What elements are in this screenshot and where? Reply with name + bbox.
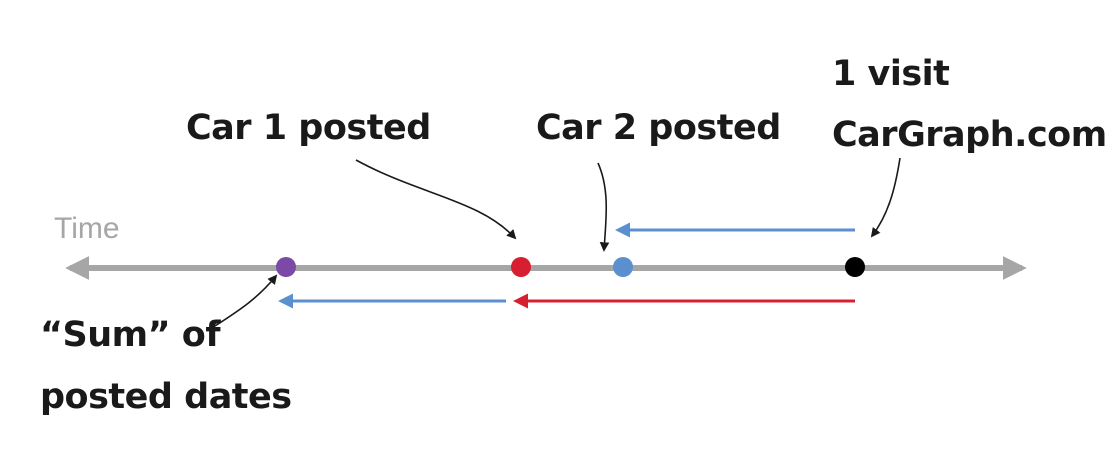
car1-point [511, 257, 531, 277]
sum-label-line2: posted dates [40, 377, 292, 417]
visit-point [845, 257, 865, 277]
sum-callout-line [214, 274, 278, 327]
visit-label-line2: CarGraph.com [832, 115, 1107, 155]
visit-label-line1: 1 visit [832, 54, 950, 94]
car2-callout-line [597, 162, 610, 252]
car1-callout-line [355, 159, 517, 240]
time-axis-label: Time [54, 212, 120, 245]
car2-posted-label: Car 2 posted [536, 108, 781, 148]
sum-point [276, 257, 296, 277]
visit-callout-line [870, 157, 901, 238]
car1-posted-label: Car 1 posted [186, 108, 431, 148]
sum-label-line1: “Sum” of [40, 315, 221, 355]
car2-point [613, 257, 633, 277]
